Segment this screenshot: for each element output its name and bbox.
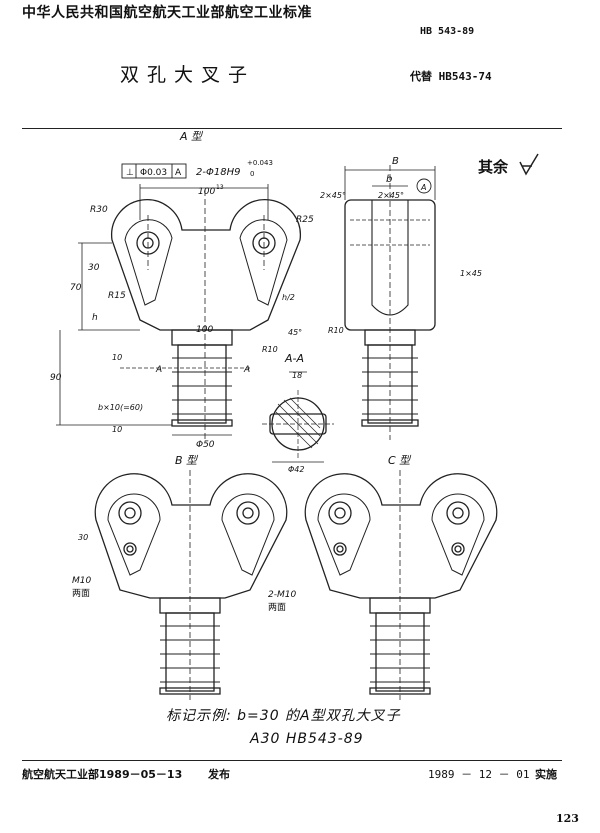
- marking-example-line1: 标记示例: b=30 的A型双孔大叉子: [166, 708, 401, 724]
- hole-tolerance-lower: 0: [250, 170, 254, 178]
- perpendicularity-symbol: ⊥: [126, 168, 134, 178]
- section-marker-right: A: [243, 365, 250, 375]
- radius-r30: R30: [90, 205, 108, 215]
- section-marker-left: A: [155, 365, 162, 375]
- dim-30: 30: [88, 263, 100, 273]
- side-radius-r10: R10: [328, 326, 344, 335]
- issuer-date: 航空航天工业部1989－05－13: [22, 768, 183, 781]
- section-aa-label: A-A: [284, 352, 304, 365]
- section-dim-phi42: Φ42: [288, 465, 304, 474]
- b-dim-30: 30: [78, 533, 88, 542]
- chamfer-left: 2×45°: [320, 191, 346, 200]
- dim-10-bottom: 10: [112, 425, 122, 434]
- publish-label: 发布: [208, 768, 230, 781]
- page-number: 123: [556, 812, 579, 825]
- hole-callout: 2-Φ18H9: [196, 167, 240, 178]
- b-thread-m10: M10: [72, 576, 91, 586]
- standard-org-title: 中华人民共和国航空航天工业部航空工业标准: [22, 5, 312, 21]
- implement-label: 实施: [535, 768, 557, 781]
- dim-100-bottom: 100: [196, 325, 213, 335]
- c-thread-2m10: 2-M10: [268, 590, 296, 600]
- b-both-sides: 两面: [72, 588, 90, 599]
- radius-r15: R15: [108, 291, 126, 301]
- radius-r25: R25: [296, 215, 314, 225]
- replaces-standard: 代替 HB543-74: [410, 70, 492, 83]
- dim-70: 70: [70, 283, 82, 293]
- hole-tolerance-upper: +0.043: [247, 159, 273, 167]
- b-type-label: B 型: [175, 454, 199, 467]
- standard-code: HB 543-89: [420, 26, 475, 37]
- radius-r10: R10: [262, 345, 278, 354]
- chamfer-right: 2×45°: [378, 191, 404, 200]
- chamfer-1x45: 1×45: [460, 269, 482, 278]
- header-divider: [22, 128, 562, 129]
- c-type-label: C 型: [388, 454, 412, 467]
- side-view: [344, 165, 436, 440]
- datum-a: A: [420, 183, 426, 192]
- dim-10-top: 10: [112, 353, 122, 362]
- dim-bx10: b×10(=60): [98, 403, 143, 412]
- dim-B: B: [392, 156, 399, 167]
- a-type-label: A 型: [179, 130, 204, 143]
- dim-100-superscript: 13: [216, 184, 224, 191]
- document-title: 双孔大叉子: [120, 64, 256, 86]
- tolerance-frame: [121, 163, 187, 179]
- dim-h-half: h/2: [282, 293, 295, 302]
- dim-b: b: [386, 174, 392, 185]
- c-type-view: [304, 470, 498, 700]
- surface-finish-label: 其余: [478, 158, 509, 176]
- dim-phi50: Φ50: [196, 440, 215, 450]
- marking-example-line2: A30 HB543-89: [250, 731, 364, 747]
- dim-h: h: [92, 313, 98, 323]
- b-type-view: [94, 470, 288, 700]
- tolerance-value: Φ0.03: [140, 168, 167, 178]
- dim-100-top: 100: [198, 187, 215, 197]
- section-aa-view: [262, 371, 334, 463]
- c-both-sides: 两面: [268, 602, 286, 613]
- a-type-view: [56, 184, 302, 440]
- tolerance-datum: A: [175, 168, 182, 178]
- footer-divider: [22, 760, 562, 761]
- section-dim-18: 18: [292, 371, 302, 380]
- dim-90: 90: [50, 373, 62, 383]
- angle-45: 45°: [288, 328, 302, 337]
- surface-finish-icon: [519, 153, 539, 176]
- effective-date: 1989 － 12 － 01: [428, 768, 530, 781]
